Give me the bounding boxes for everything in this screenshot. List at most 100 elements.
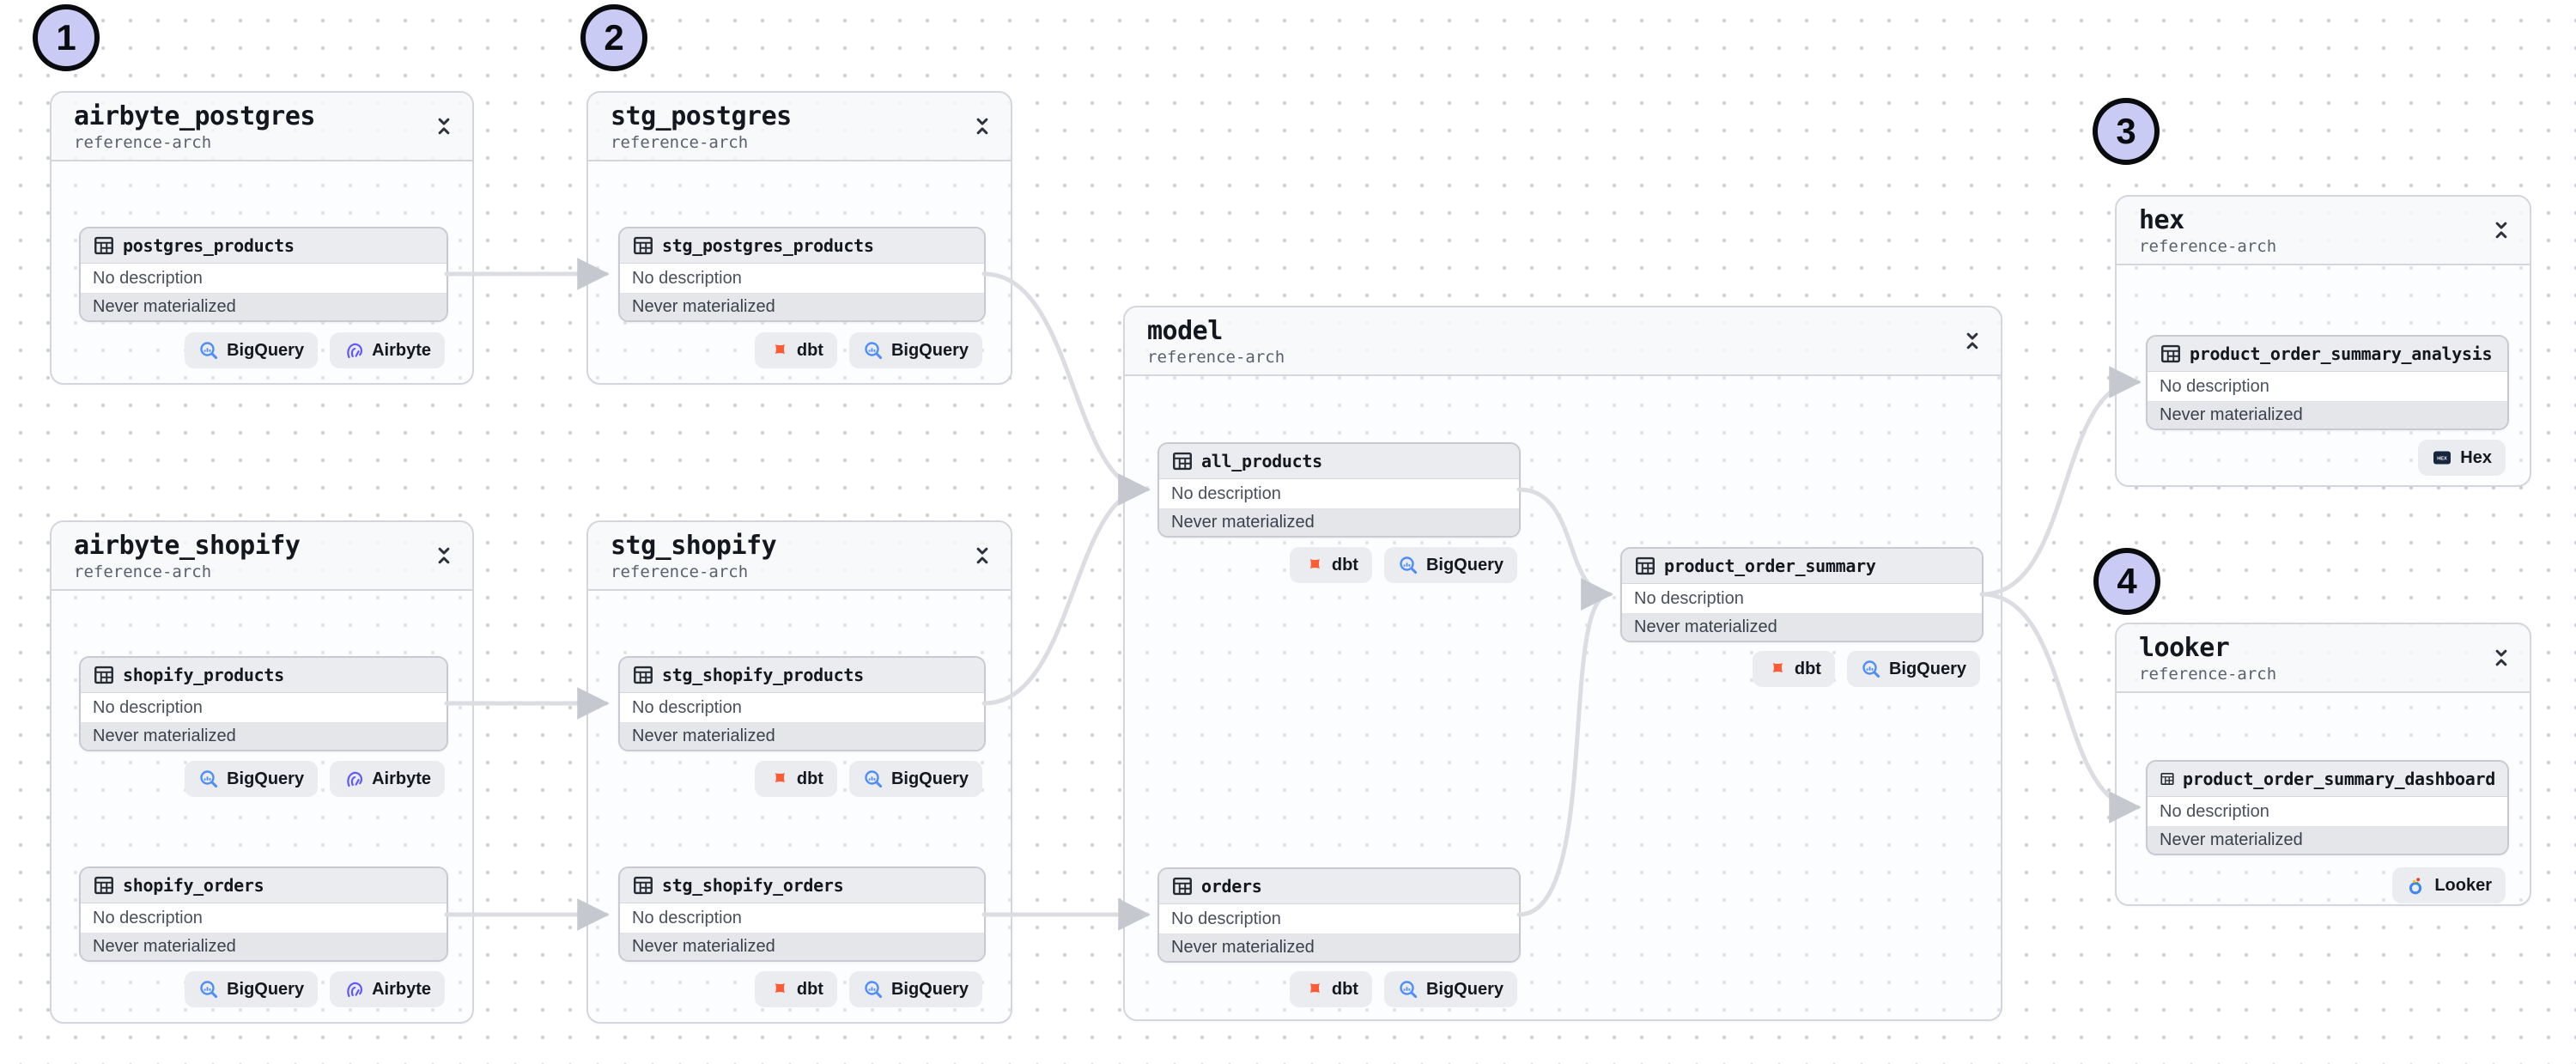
bigquery-badge[interactable]: BigQuery	[848, 332, 982, 368]
step-marker-label: 1	[56, 17, 76, 58]
collapse-vertical-icon[interactable]	[433, 544, 455, 567]
asset-description: No description	[81, 693, 447, 723]
collapse-vertical-icon[interactable]	[2490, 219, 2512, 241]
asset-node-shopify-orders[interactable]: shopify_orders No description Never mate…	[79, 866, 448, 962]
asset-node-postgres-products[interactable]: postgres_products No description Never m…	[79, 227, 448, 322]
dbt-badge[interactable]: dbt	[1289, 547, 1372, 583]
asset-description: No description	[81, 903, 447, 933]
collapse-vertical-icon[interactable]	[433, 115, 455, 137]
badge-label: Airbyte	[372, 769, 431, 788]
bigquery-badge[interactable]: BigQuery	[1846, 651, 1980, 687]
bigquery-badge[interactable]: BigQuery	[185, 332, 319, 368]
badge-label: BigQuery	[1425, 979, 1504, 999]
group-title: looker	[2139, 633, 2230, 663]
asset-description: No description	[620, 264, 984, 294]
asset-status: Never materialized	[620, 723, 984, 750]
step-marker-label: 4	[2117, 561, 2137, 601]
asset-description: No description	[620, 903, 984, 933]
bigquery-icon	[1862, 660, 1880, 678]
asset-node-product-order-summary-analysis[interactable]: product_order_summary_analysis No descri…	[2146, 335, 2509, 430]
badge-row: dbt BigQuery	[754, 332, 982, 368]
table-icon	[94, 236, 113, 255]
dbt-badge[interactable]: dbt	[1289, 971, 1372, 1007]
asset-name-row: product_order_summary_analysis	[2148, 337, 2507, 372]
group-subtitle: reference-arch	[611, 562, 749, 581]
asset-name: stg_postgres_products	[662, 235, 874, 256]
asset-status: Never materialized	[1159, 509, 1519, 536]
asset-name-row: shopify_products	[81, 658, 447, 693]
asset-name: product_order_summary_analysis	[2190, 344, 2493, 364]
group-header: hex reference-arch	[2117, 197, 2530, 265]
airbyte-icon	[347, 771, 363, 787]
table-icon	[2160, 772, 2174, 786]
dbt-badge[interactable]: dbt	[754, 332, 837, 368]
asset-name: all_products	[1201, 451, 1322, 471]
asset-name: postgres_products	[123, 235, 295, 256]
bigquery-badge[interactable]: BigQuery	[1383, 971, 1517, 1007]
bigquery-badge[interactable]: BigQuery	[185, 971, 319, 1007]
badge-label: Airbyte	[372, 979, 431, 999]
asset-node-stg-shopify-orders[interactable]: stg_shopify_orders No description Never …	[618, 866, 986, 962]
badge-label: BigQuery	[227, 769, 305, 788]
asset-status: Never materialized	[1622, 614, 1982, 641]
asset-node-stg-postgres-products[interactable]: stg_postgres_products No description Nev…	[618, 227, 986, 322]
group-header: stg_shopify reference-arch	[588, 522, 1011, 591]
asset-node-product-order-summary-dashboard[interactable]: product_order_summary_dashboard No descr…	[2146, 760, 2509, 855]
airbyte-badge[interactable]: Airbyte	[330, 971, 445, 1007]
bigquery-badge[interactable]: BigQuery	[848, 971, 982, 1007]
collapse-vertical-icon[interactable]	[971, 544, 993, 567]
collapse-vertical-icon[interactable]	[2490, 647, 2512, 669]
step-marker-1: 1	[33, 4, 100, 71]
asset-node-stg-shopify-products[interactable]: stg_shopify_products No description Neve…	[618, 656, 986, 751]
step-marker-2: 2	[580, 4, 647, 71]
table-icon	[1173, 452, 1192, 471]
asset-name-row: stg_shopify_orders	[620, 868, 984, 903]
collapse-vertical-icon[interactable]	[1961, 330, 1984, 352]
asset-name-row: postgres_products	[81, 228, 447, 264]
dbt-icon	[1309, 559, 1320, 569]
collapse-vertical-icon[interactable]	[971, 115, 993, 137]
group-title: stg_postgres	[611, 101, 792, 131]
badge-label: BigQuery	[1425, 555, 1504, 575]
asset-node-shopify-products[interactable]: shopify_products No description Never ma…	[79, 656, 448, 751]
bigquery-badge[interactable]: BigQuery	[848, 761, 982, 797]
dbt-badge[interactable]: dbt	[1752, 651, 1835, 687]
dbt-badge[interactable]: dbt	[754, 761, 837, 797]
group-subtitle: reference-arch	[1147, 348, 1285, 367]
asset-name: product_order_summary	[1664, 556, 1876, 576]
asset-name: orders	[1201, 876, 1262, 897]
dbt-badge[interactable]: dbt	[754, 971, 837, 1007]
bigquery-badge[interactable]: BigQuery	[185, 761, 319, 797]
asset-name: shopify_orders	[123, 875, 264, 896]
dbt-icon	[1309, 983, 1320, 994]
asset-description: No description	[620, 693, 984, 723]
asset-node-product-order-summary[interactable]: product_order_summary No description Nev…	[1620, 547, 1984, 642]
bigquery-badge[interactable]: BigQuery	[1383, 547, 1517, 583]
group-model: model reference-arch all_products No des…	[1123, 306, 2002, 1021]
badge-label: dbt	[796, 979, 823, 999]
group-subtitle: reference-arch	[2139, 237, 2277, 256]
badge-label: dbt	[1794, 659, 1821, 678]
airbyte-icon	[347, 343, 363, 359]
asset-node-orders[interactable]: orders No description Never materialized	[1157, 867, 1521, 963]
asset-node-all-products[interactable]: all_products No description Never materi…	[1157, 442, 1521, 538]
dbt-icon	[775, 983, 785, 994]
bigquery-icon	[865, 981, 883, 999]
table-icon	[94, 876, 113, 895]
asset-name: stg_shopify_products	[662, 665, 864, 685]
airbyte-badge[interactable]: Airbyte	[330, 332, 445, 368]
badge-row: BigQuery Airbyte	[185, 761, 445, 797]
bigquery-icon	[865, 770, 883, 788]
group-title: airbyte_shopify	[74, 531, 301, 561]
looker-badge[interactable]: Looker	[2392, 867, 2506, 903]
airbyte-badge[interactable]: Airbyte	[330, 761, 445, 797]
group-header: airbyte_shopify reference-arch	[52, 522, 472, 591]
asset-description: No description	[81, 264, 447, 294]
bigquery-icon	[865, 342, 883, 360]
hex-icon: HEX	[2433, 451, 2451, 465]
badge-row: dbt BigQuery	[754, 971, 982, 1007]
asset-description: No description	[1622, 584, 1982, 614]
group-title: stg_shopify	[611, 531, 777, 561]
